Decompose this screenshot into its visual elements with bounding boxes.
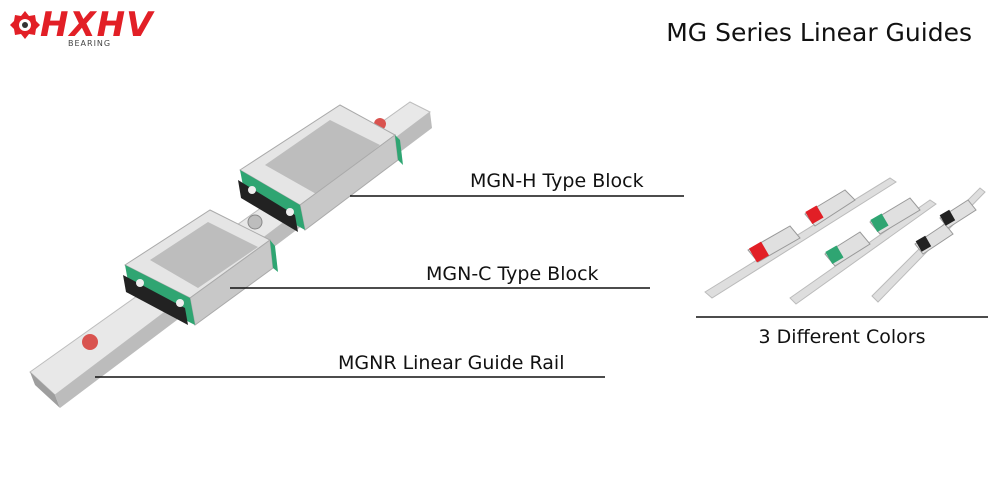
rail-label: MGNR Linear Guide Rail [338,352,565,374]
logo-subtext: BEARING [68,39,112,48]
rail-cap-icon [82,334,98,350]
brand-logo: HXHV BEARING [10,6,160,50]
logo-gear-icon [10,11,40,39]
color-variants-image [704,177,986,305]
page-title: MG Series Linear Guides [666,18,972,47]
mgn-h-block [238,104,403,232]
logo-text: HXHV [40,5,154,45]
mgn-c-block [123,209,278,326]
c-block-label: MGN-C Type Block [426,263,599,285]
colors-caption: 3 Different Colors [758,326,926,348]
h-block-label: MGN-H Type Block [470,170,644,192]
